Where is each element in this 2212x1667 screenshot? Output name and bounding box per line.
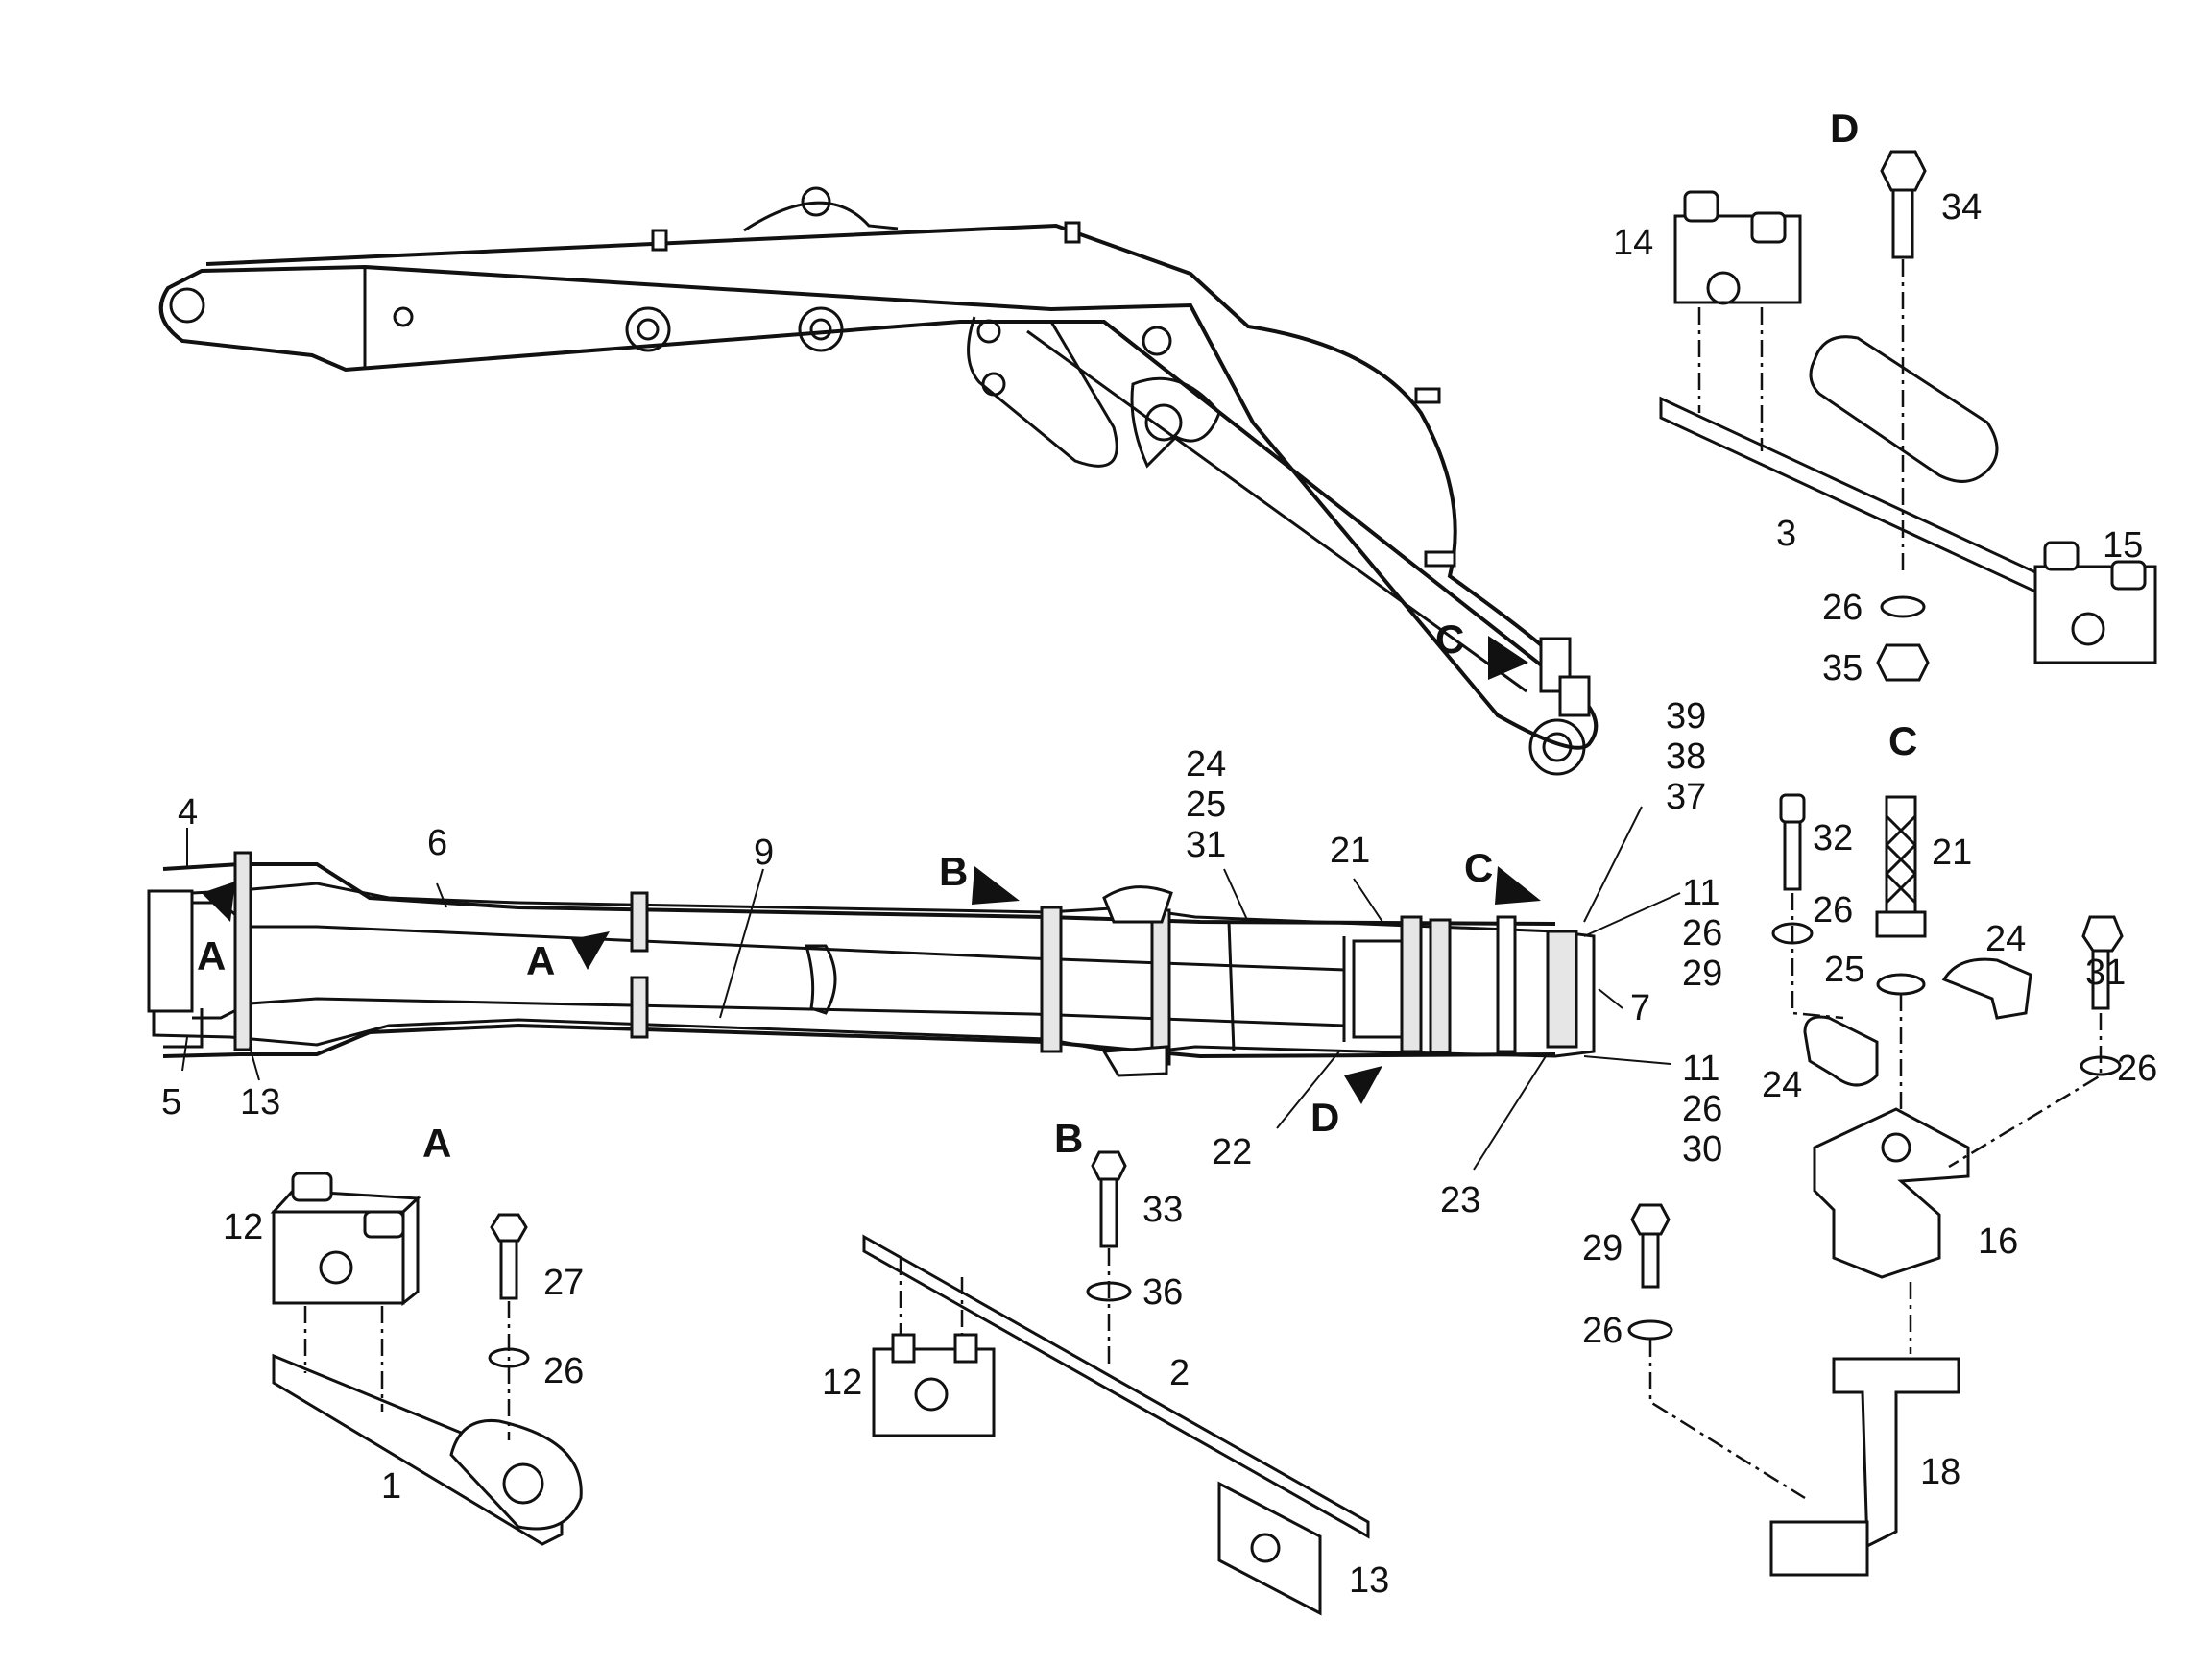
callout-2: 2 <box>1169 1353 1190 1393</box>
callout-32: 32 <box>1813 818 1853 858</box>
arrow-a-mid-icon <box>571 931 610 970</box>
callout-1: 1 <box>381 1466 401 1507</box>
view-a-parts <box>270 1172 583 1546</box>
view-headings: A B C D C A A B C D <box>197 106 1917 1166</box>
callout-35: 35 <box>1822 648 1863 689</box>
view-b-heading: B <box>1054 1116 1083 1161</box>
arrow-a-mid-label: A <box>526 938 555 983</box>
callout-3: 3 <box>1776 514 1796 554</box>
callout-30b: 30 <box>1682 1129 1722 1170</box>
leader-lines <box>181 806 1681 1171</box>
view-b-parts <box>862 1150 1370 1616</box>
callout-33: 33 <box>1142 1190 1183 1230</box>
callout-27: 27 <box>543 1263 584 1303</box>
callout-25a: 25 <box>1186 785 1226 825</box>
view-arrows <box>202 636 1541 1104</box>
callout-7: 7 <box>1630 988 1650 1028</box>
callout-31b: 31 <box>2085 953 2126 993</box>
callout-36: 36 <box>1142 1272 1183 1313</box>
arrow-b-label: B <box>939 849 968 894</box>
callout-39: 39 <box>1666 696 1706 737</box>
callout-26d: 26 <box>1822 588 1863 628</box>
callout-25b: 25 <box>1824 950 1864 990</box>
arrow-c-top-label: C <box>1435 616 1464 662</box>
arm-assembly <box>147 851 1596 1077</box>
callout-29b: 29 <box>1582 1228 1623 1268</box>
callout-38: 38 <box>1666 737 1706 777</box>
arrow-c-mid-icon <box>1495 866 1541 905</box>
arrow-a-left-icon <box>202 882 235 922</box>
callout-26e: 26 <box>1813 890 1853 930</box>
arrow-d-label: D <box>1310 1095 1339 1140</box>
arrow-c-mid-label: C <box>1464 845 1493 890</box>
callout-9: 9 <box>754 833 774 873</box>
callout-26f: 26 <box>2117 1049 2157 1089</box>
callout-21b: 21 <box>1932 833 1972 873</box>
part-callouts: 4 6 9 5 13 24 25 31 21 39 38 37 11 26 29… <box>161 187 2157 1601</box>
callout-6: 6 <box>427 823 447 863</box>
callout-24c: 24 <box>1762 1065 1802 1105</box>
callout-34: 34 <box>1941 187 1982 228</box>
callout-11b: 11 <box>1682 1049 1719 1089</box>
callout-13b: 13 <box>1349 1560 1389 1601</box>
callout-26g: 26 <box>1582 1311 1623 1351</box>
view-c-heading: C <box>1888 718 1917 763</box>
callout-22: 22 <box>1212 1132 1252 1172</box>
callout-24b: 24 <box>1985 919 2026 959</box>
callout-31a: 31 <box>1186 825 1226 865</box>
callout-23: 23 <box>1440 1180 1480 1220</box>
callout-29a: 29 <box>1682 954 1722 994</box>
view-d-parts <box>1659 150 2157 682</box>
callout-16: 16 <box>1978 1221 2018 1262</box>
callout-18: 18 <box>1920 1452 1960 1492</box>
view-c-parts <box>1627 793 2124 1577</box>
callout-21a: 21 <box>1330 831 1370 871</box>
callout-13a: 13 <box>240 1082 280 1123</box>
boom-assembly <box>158 186 1599 776</box>
callout-5: 5 <box>161 1082 181 1123</box>
callout-12b: 12 <box>822 1363 862 1403</box>
callout-26b: 26 <box>1682 1089 1722 1129</box>
callout-26a: 26 <box>1682 913 1722 954</box>
callout-26c: 26 <box>543 1351 584 1391</box>
view-d-heading: D <box>1830 106 1859 151</box>
arrow-a-left-label: A <box>197 933 226 978</box>
view-a-heading: A <box>422 1121 451 1166</box>
callout-24a: 24 <box>1186 744 1226 785</box>
arrow-c-top-icon <box>1488 636 1528 680</box>
callout-14: 14 <box>1613 223 1653 263</box>
callout-37: 37 <box>1666 777 1706 817</box>
arrow-d-icon <box>1344 1066 1382 1104</box>
arrow-b-icon <box>972 866 1020 905</box>
callout-15: 15 <box>2103 525 2143 566</box>
callout-12a: 12 <box>223 1207 263 1247</box>
callout-11a: 11 <box>1682 873 1719 913</box>
callout-4: 4 <box>178 792 198 833</box>
